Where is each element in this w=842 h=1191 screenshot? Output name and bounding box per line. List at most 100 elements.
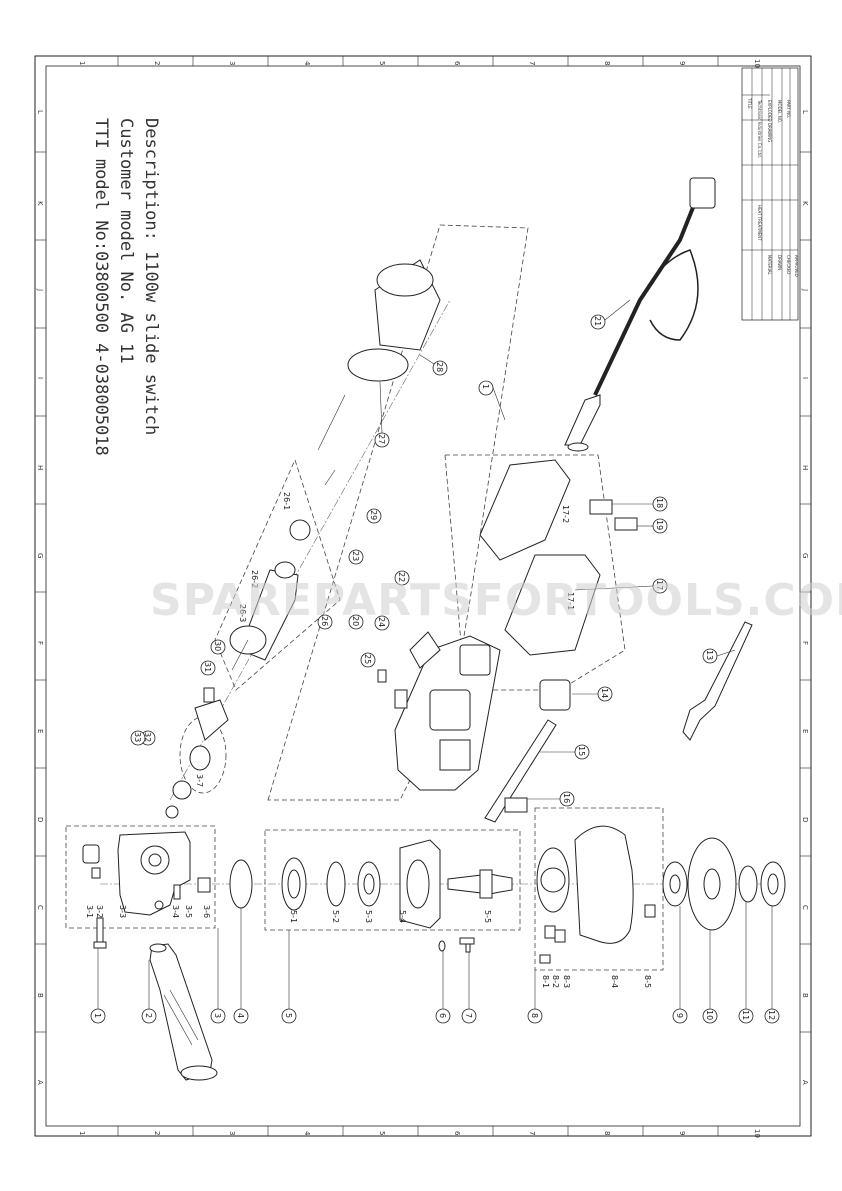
armature-group-outline: [214, 458, 341, 691]
grid-row-label: D: [36, 817, 44, 822]
part-21-power-cord: [564, 177, 716, 446]
grid-row-label: F: [36, 641, 44, 645]
grid-col-label: 6: [453, 61, 461, 66]
sublabel-5-1: 5-1: [289, 910, 298, 923]
grid-col-label: 9: [678, 61, 686, 65]
part-12-bore: [767, 873, 779, 895]
grid-col-label: 7: [528, 1131, 536, 1135]
part-29-screw: [317, 394, 346, 451]
grid-row-label: C: [801, 905, 809, 910]
part-22-insulation: [409, 631, 441, 669]
callout-6: 6: [438, 1013, 447, 1018]
grid-row-label: K: [36, 201, 44, 206]
callout-8: 8: [530, 1013, 539, 1018]
grid-ticks: [35, 56, 811, 1136]
part-27-baffle: [347, 348, 409, 382]
sublabel-5-4: 5-4: [398, 910, 407, 923]
title-block-material: MATERIAL: [767, 255, 772, 276]
part-4-o-ring: [229, 859, 253, 909]
sublabel-17-2: 17-2: [561, 505, 570, 523]
sublabel-3-2: 3-2: [95, 905, 104, 918]
grid-col-label: 9: [678, 1131, 686, 1135]
title-block-part-label: PART NO.: [786, 100, 791, 118]
sublabel-8-2: 8-2: [551, 975, 560, 988]
callout-26: 26: [320, 616, 329, 626]
grid-row-label: F: [801, 641, 809, 645]
callouts: 1 2 3 4 5 6 7 8 9 10 11 12 13 14 15 16 1…: [90, 314, 780, 1024]
callout-2: 2: [144, 1013, 153, 1018]
title-block-title-label: TITLE: [747, 97, 752, 109]
grid-column-labels-bottom: 1 2 3 4 5 6 7 8 9 10: [78, 1129, 761, 1138]
gear-head-group-outline: [65, 825, 216, 929]
part-33-bearing: [165, 805, 179, 819]
sublabel-8-5: 8-5: [643, 975, 652, 988]
callout-4: 4: [236, 1013, 245, 1018]
grid-col-label: 4: [303, 61, 311, 66]
part-5-spindle-group: [281, 839, 513, 929]
part-1-screw: [93, 917, 107, 949]
sublabel-3-3: 3-3: [118, 905, 127, 918]
grid-col-label: 3: [228, 1131, 236, 1135]
grid-row-labels-right: A B C D E F G H I J K L: [801, 110, 809, 1085]
title-block-approved: APPROVED: [794, 255, 799, 277]
inner-frame: [45, 65, 801, 1127]
sublabel-8-3: 8-3: [562, 975, 571, 988]
grid-col-label: 2: [153, 61, 161, 65]
part-24-terminal: [394, 689, 408, 709]
sublabel-26-3: 26-3: [238, 604, 247, 622]
part-6-clip: [438, 940, 446, 952]
callout-30: 30: [213, 641, 222, 651]
callout-20: 20: [351, 616, 360, 626]
grid-row-label: L: [36, 110, 44, 114]
grid-row-label: H: [801, 465, 809, 470]
part-13-spanner: [682, 621, 753, 741]
grid-row-label: A: [36, 1080, 44, 1085]
callout-24: 24: [377, 617, 386, 627]
callout-13: 13: [705, 650, 714, 660]
grid-row-label: K: [801, 201, 809, 206]
grid-row-label: G: [801, 553, 809, 558]
sublabel-26-1: 26-1: [282, 492, 291, 510]
grid-row-label: E: [801, 729, 809, 733]
grid-col-label: 1: [78, 1131, 86, 1135]
part-15-slide-bar: [484, 719, 557, 823]
sublabel-26-2: 26-2: [250, 570, 259, 588]
sublabel-8-1: 8-1: [541, 975, 550, 988]
part-28-stator: [374, 259, 441, 351]
grid-col-label: 10: [753, 59, 761, 68]
callout-31: 31: [203, 662, 212, 672]
part-32-bearing: [172, 780, 192, 800]
callout-28: 28: [435, 362, 444, 372]
part-23-screw: [324, 469, 336, 486]
guard-group-outline: [534, 807, 664, 971]
part-17-rear-housing: [479, 459, 601, 656]
part-22-cord-sleeve: [567, 442, 589, 452]
grid-col-label: 3: [228, 61, 236, 65]
grid-col-label: 7: [528, 61, 536, 65]
callout-9: 9: [675, 1013, 684, 1018]
part-25-screw: [377, 669, 387, 683]
callout-7: 7: [464, 1013, 473, 1018]
sublabel-8-4: 8-4: [610, 975, 619, 988]
callout-1: 1: [93, 1013, 102, 1018]
part-18-carbon-brush: [589, 499, 613, 515]
part-9-bore: [669, 874, 681, 894]
grid-row-label: I: [801, 377, 809, 379]
grid-col-label: 4: [303, 1131, 311, 1136]
sublabel-3-7: 3-7: [195, 774, 204, 787]
callout-1-rear: 1: [481, 384, 490, 389]
grid-col-label: 10: [753, 1129, 761, 1138]
callout-10: 10: [705, 1010, 714, 1020]
spindle-group-outline: [264, 829, 521, 931]
callout-18: 18: [655, 498, 664, 508]
grid-col-label: 8: [603, 1131, 611, 1135]
callout-33: 33: [133, 732, 142, 742]
part-20-motor-housing: [394, 635, 501, 791]
sublabel-17-1: 17-1: [566, 592, 575, 610]
part-26-armature: [229, 519, 311, 671]
outer-frame: [34, 55, 812, 1137]
callout-21: 21: [593, 316, 602, 326]
part-31-bearing-plate: [194, 699, 229, 741]
callout-23: 23: [351, 551, 360, 561]
grid-row-label: I: [36, 377, 44, 379]
